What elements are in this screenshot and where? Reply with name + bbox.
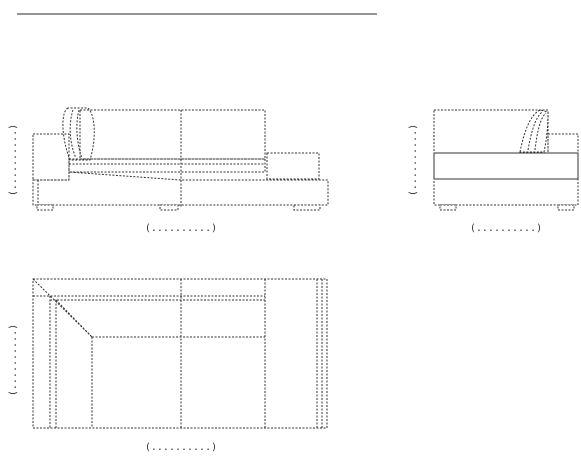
front-left-armrest [32, 133, 70, 181]
front-tilted-pillow [62, 107, 95, 161]
front-height-label: (..........) [8, 124, 19, 196]
front-back-cushion [79, 109, 266, 160]
side-view: (..........) (..........) [408, 109, 579, 234]
top-view: (..........) (..........) [8, 278, 328, 453]
front-foot-middle [159, 204, 179, 211]
side-right-block [547, 133, 579, 154]
top-height-label: (..........) [8, 324, 19, 396]
side-seat [433, 152, 579, 180]
side-height-label: (..........) [408, 124, 419, 196]
side-width-label: (..........) [470, 223, 542, 234]
front-right-side-block [266, 152, 320, 180]
top-width-label: (..........) [145, 442, 217, 453]
front-view: (..........) (..........) [8, 107, 329, 234]
side-backrest [433, 109, 549, 154]
side-foot-right [557, 204, 575, 211]
front-foot-left [36, 204, 54, 211]
side-tilted-pillow [519, 109, 549, 153]
front-width-label: (..........) [145, 223, 217, 234]
top-outline [32, 278, 328, 429]
side-foot-left [439, 204, 457, 211]
front-foot-right [293, 204, 321, 211]
side-base [433, 178, 579, 206]
front-seat-cushion [68, 158, 266, 173]
front-base [32, 171, 329, 206]
